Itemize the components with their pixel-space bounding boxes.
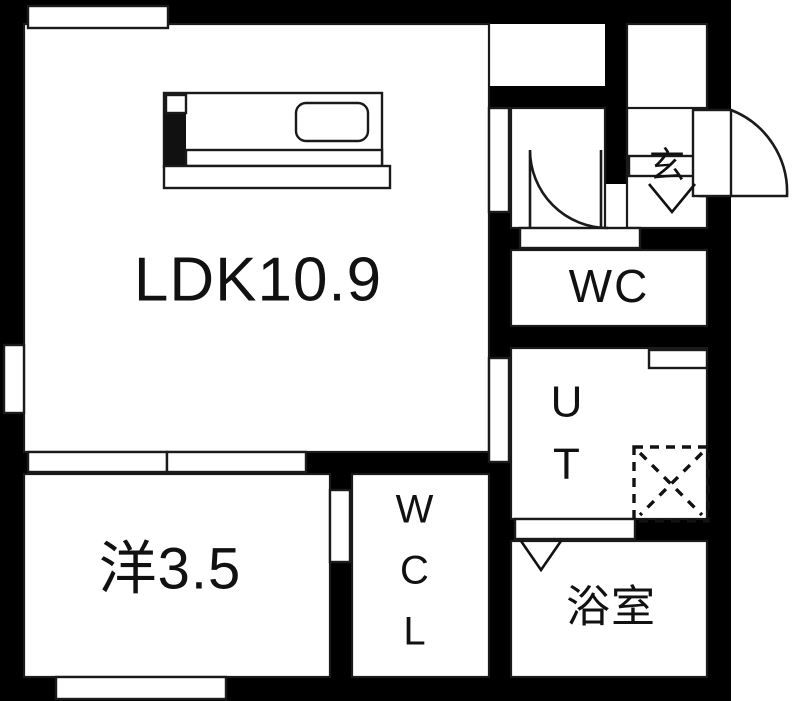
- wall-bedroom-wcl: [330, 452, 352, 677]
- door-swings: [528, 108, 789, 230]
- sliding-doors: [26, 450, 308, 474]
- svg-text:T: T: [553, 440, 581, 489]
- wall-entrance-left: [605, 24, 627, 184]
- counter-front: [162, 164, 392, 190]
- label-entrance: 玄: [649, 145, 685, 186]
- counter-edge: [184, 148, 384, 168]
- floor-ldk: [24, 24, 489, 452]
- label-western: 洋3.5: [99, 536, 242, 601]
- svg-text:C: C: [400, 549, 430, 593]
- svg-text:L: L: [403, 610, 426, 654]
- wall-hall-top: [489, 86, 627, 108]
- stove-top: [164, 93, 188, 115]
- label-ldk: LDK10.9: [134, 245, 382, 314]
- label-bath: 浴室: [566, 583, 656, 632]
- washing-machine-space: [632, 445, 710, 523]
- stove-unit: [164, 110, 186, 167]
- entrance-door-arc: [699, 108, 789, 198]
- door-western-to-wcl: [328, 488, 352, 564]
- entrance-door-leaf: [691, 108, 733, 198]
- label-wcl: W C L: [396, 488, 435, 654]
- sliding-door-ldk-western-right: [165, 450, 308, 474]
- svg-text:U: U: [551, 378, 584, 427]
- floor-wc: [511, 250, 707, 326]
- door-openings: [328, 106, 707, 564]
- floor-wcl: [352, 474, 489, 677]
- label-ut: U T: [551, 378, 584, 489]
- door-ut-to-bath: [513, 517, 637, 541]
- sliding-door-ldk-western-left: [26, 450, 169, 474]
- door-ldk-to-ut: [487, 356, 511, 464]
- window-top-ldk: [26, 4, 170, 30]
- hall-door-swing: [528, 149, 609, 230]
- entrance-v-mark: [647, 183, 697, 215]
- floor-western: [24, 474, 330, 677]
- windows: [2, 4, 228, 701]
- floor-hall: [511, 108, 605, 228]
- door-ldk-to-hall: [487, 106, 511, 214]
- floor-ut-recess: [511, 348, 627, 370]
- wall-wc-bottom: [489, 326, 707, 348]
- bath-v-mark: [519, 540, 563, 573]
- label-wc: WC: [569, 260, 650, 312]
- floor-bath: [511, 541, 707, 677]
- floor-ut: [511, 348, 707, 519]
- wall-wcl-bath: [489, 519, 511, 677]
- window-left-ldk: [2, 343, 26, 415]
- door-wc: [518, 226, 642, 250]
- window-bottom-western: [54, 675, 228, 701]
- ut-counter-shelf: [647, 348, 709, 370]
- kitchen-counter: [162, 91, 392, 190]
- svg-text:W: W: [396, 488, 435, 532]
- sink-basin: [294, 101, 370, 143]
